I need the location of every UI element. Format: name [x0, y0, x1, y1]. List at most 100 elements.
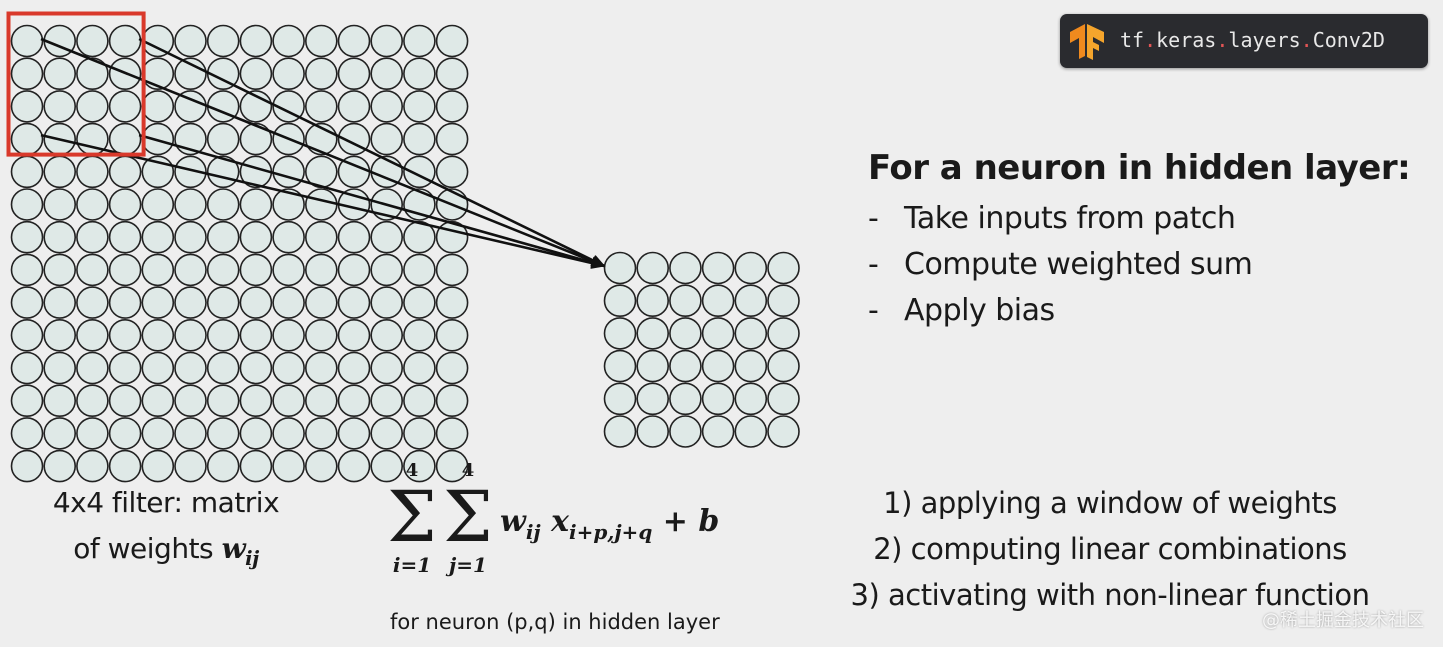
input-neuron — [239, 220, 273, 254]
input-neuron — [272, 286, 305, 319]
input-neuron — [174, 24, 207, 58]
api-separator: . — [1300, 28, 1313, 52]
api-part: keras — [1156, 28, 1217, 52]
input-neuron — [304, 253, 338, 287]
input-neuron — [10, 253, 44, 287]
input-neuron — [108, 155, 142, 189]
input-neuron — [174, 57, 207, 90]
slide-heading: For a neuron in hidden layer: — [868, 148, 1411, 188]
input-neuron — [10, 286, 44, 319]
input-neuron — [337, 57, 371, 90]
hidden-neuron — [701, 317, 735, 350]
input-neuron — [108, 188, 142, 221]
input-neuron — [370, 220, 404, 254]
api-name: tf.keras.layers.Conv2D — [1120, 28, 1385, 52]
api-separator: . — [1216, 28, 1229, 52]
input-neuron — [141, 57, 175, 90]
hidden-neuron — [669, 382, 702, 416]
weight-symbol-base: w — [221, 532, 246, 565]
input-neuron — [141, 90, 175, 123]
bullet-dash: - — [868, 201, 879, 236]
input-neuron — [304, 384, 338, 418]
input-neuron — [337, 24, 371, 58]
hidden-neuron — [636, 349, 670, 383]
input-neuron — [174, 384, 207, 418]
input-neuron — [337, 351, 371, 385]
input-neuron — [76, 188, 109, 221]
input-neuron — [337, 253, 371, 287]
input-neuron — [10, 351, 44, 385]
input-neuron — [370, 318, 404, 352]
input-neuron — [370, 384, 404, 418]
step-item: 2) computing linear combinations — [873, 532, 1347, 566]
connection-arrow — [40, 37, 606, 268]
caption-text: of weights — [73, 532, 214, 565]
input-neuron — [174, 220, 207, 254]
hidden-neuron — [603, 251, 637, 285]
input-neuron — [304, 90, 338, 123]
input-neuron — [337, 286, 371, 319]
input-neuron — [43, 57, 77, 90]
hidden-neuron — [636, 284, 670, 318]
input-neuron — [76, 90, 109, 123]
input-neuron — [403, 188, 436, 221]
input-neuron — [272, 384, 305, 418]
input-neuron — [272, 449, 305, 483]
input-neuron — [435, 384, 469, 418]
input-neuron — [304, 188, 338, 221]
input-neuron — [108, 384, 142, 418]
input-neuron — [272, 417, 305, 450]
weight-term: w — [500, 504, 526, 539]
input-layer-grid — [10, 24, 469, 483]
input-neuron — [108, 90, 142, 123]
input-neuron — [76, 384, 109, 418]
input-neuron — [76, 220, 109, 254]
hidden-neuron — [669, 415, 702, 448]
formula-note: for neuron (p,q) in hidden layer — [390, 610, 720, 634]
hidden-neuron — [701, 349, 735, 383]
input-neuron — [206, 449, 240, 483]
hidden-neuron — [734, 251, 768, 285]
weight-symbol-subscript: ij — [245, 546, 259, 570]
bullet-text: Compute weighted sum — [904, 247, 1253, 282]
input-neuron — [403, 286, 436, 319]
input-neuron — [76, 24, 109, 58]
input-neuron — [272, 351, 305, 385]
inner-summation: 4 Σ j=1 — [438, 460, 498, 578]
input-neuron — [304, 24, 338, 58]
input-neuron — [108, 253, 142, 287]
input-neuron — [10, 122, 44, 156]
input-neuron — [403, 24, 436, 58]
input-neuron — [403, 90, 436, 123]
input-neuron — [435, 318, 469, 352]
hidden-neuron — [603, 284, 637, 318]
input-neuron — [304, 220, 338, 254]
hidden-neuron — [669, 284, 702, 318]
input-neuron — [206, 318, 240, 352]
input-neuron — [239, 351, 273, 385]
filter-window-box — [6, 11, 146, 157]
input-neuron — [10, 24, 44, 58]
input-neuron — [403, 449, 436, 483]
input-neuron — [370, 57, 404, 90]
hidden-neuron — [636, 415, 670, 448]
input-neuron — [435, 57, 469, 90]
input-neuron — [141, 253, 175, 287]
input-neuron — [174, 188, 207, 221]
input-neuron — [272, 220, 305, 254]
bullet-dash: - — [868, 247, 879, 282]
input-neuron — [304, 417, 338, 450]
input-neuron — [239, 57, 273, 90]
input-neuron — [206, 188, 240, 221]
input-neuron — [272, 318, 305, 352]
input-neuron — [370, 286, 404, 319]
step-item: 3) activating with non-linear function — [850, 578, 1370, 612]
bullet-item: -Take inputs from patch — [868, 196, 1252, 242]
sum-upper-limit: 4 — [405, 460, 419, 481]
input-neuron — [43, 253, 77, 287]
hidden-neuron — [734, 415, 768, 448]
input-neuron — [435, 351, 469, 385]
formula-term: wij xi+p,j+q + b — [500, 504, 719, 544]
input-neuron — [272, 188, 305, 221]
input-neuron — [108, 417, 142, 450]
